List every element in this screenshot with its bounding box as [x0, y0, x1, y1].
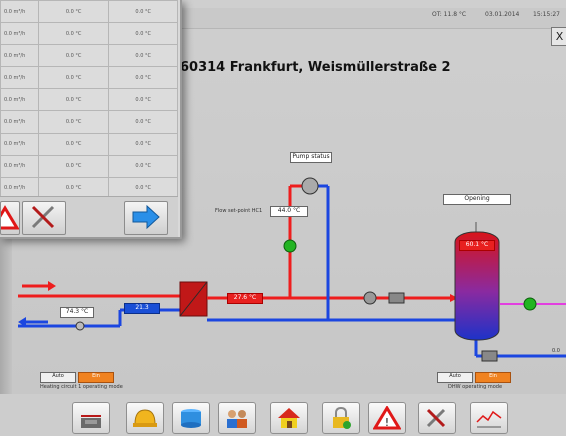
- status-time: 15:15:27: [533, 11, 560, 18]
- flow-cell: 0.0 m³/h: [0, 88, 39, 112]
- next-page-button[interactable]: [124, 201, 168, 235]
- alarm-icon[interactable]: [0, 201, 20, 235]
- flow-cell: 0.0 m³/h: [0, 132, 39, 156]
- tank-opening-label: Opening: [443, 194, 511, 205]
- temperature-cell: 0.0 °C: [37, 88, 110, 112]
- mixing-valve-icon: [388, 292, 405, 304]
- flow-cell: 0.0 m³/h: [0, 154, 39, 178]
- temperature-cell: 0.0 °C: [108, 132, 178, 156]
- temperature-cell: 0.0 °C: [37, 22, 110, 46]
- flow-cell: 0.0 m³/h: [0, 110, 39, 134]
- tools-icon[interactable]: [418, 402, 456, 434]
- users-icon[interactable]: [218, 402, 256, 434]
- tank-top-temp: 60.1 °C: [459, 240, 495, 251]
- valve-icon: [363, 291, 377, 305]
- lock-icon[interactable]: [322, 402, 360, 434]
- flow-cell: 0.0 m³/h: [0, 66, 39, 90]
- flow-setpoint-label: Flow set-point HC1: [215, 208, 263, 214]
- dhw-pump-indicator: [523, 297, 537, 311]
- heating-mode-on[interactable]: Ein: [78, 372, 114, 383]
- flow-cell: 0.0 m³/h: [0, 44, 39, 68]
- dhw-mode-on[interactable]: Ein: [475, 372, 511, 383]
- outlet-value: 0.0: [552, 348, 560, 354]
- status-bar: [178, 8, 566, 29]
- return-temp-value: 74.3 °C: [60, 307, 94, 318]
- temperature-cell: 0.0 °C: [108, 22, 178, 46]
- temperature-cell: 0.0 °C: [37, 176, 110, 200]
- trend-chart-icon[interactable]: [470, 402, 508, 434]
- return-flow-value: 21.3: [124, 303, 160, 314]
- temperature-cell: 0.0 °C: [37, 44, 110, 68]
- heating-mode-auto[interactable]: Auto: [40, 372, 76, 383]
- temperature-cell: 0.0 °C: [37, 154, 110, 178]
- storage-tank: [454, 231, 500, 341]
- temperature-cell: 0.0 °C: [108, 154, 178, 178]
- status-date: 03.01.2014: [485, 11, 520, 18]
- flow-cell: 0.0 m³/h: [0, 176, 39, 200]
- site-address: 60314 Frankfurt, Weismüllerstraße 2: [180, 60, 451, 75]
- home-energy-icon[interactable]: [270, 402, 308, 434]
- flow-setpoint-value[interactable]: 44.0 °C: [270, 206, 308, 217]
- supply-temp-value: 27.6 °C: [227, 293, 263, 304]
- temperature-cell: 0.0 °C: [108, 0, 178, 24]
- helmet-icon[interactable]: [126, 402, 164, 434]
- temperature-cell: 0.0 °C: [108, 88, 178, 112]
- dhw-mode-auto[interactable]: Auto: [437, 372, 473, 383]
- flow-cell: 0.0 m³/h: [0, 22, 39, 46]
- temperature-cell: 0.0 °C: [108, 66, 178, 90]
- panel-footer: [0, 196, 178, 237]
- tank-icon[interactable]: [172, 402, 210, 434]
- pump-status-label: Pump status: [290, 152, 332, 163]
- temperature-cell: 0.0 °C: [108, 110, 178, 134]
- temperature-cell: 0.0 °C: [37, 0, 110, 24]
- close-button[interactable]: X: [551, 27, 566, 46]
- dhw-mode-label: DHW operating mode: [448, 384, 503, 390]
- temperature-cell: 0.0 °C: [108, 44, 178, 68]
- heating-mode-label: Heating circuit 1 operating mode: [40, 384, 123, 390]
- tools-icon[interactable]: [22, 201, 66, 235]
- temperature-cell: 0.0 °C: [37, 132, 110, 156]
- flow-cell: 0.0 m³/h: [0, 0, 39, 24]
- pump-status-indicator: [283, 239, 297, 253]
- alarm-icon[interactable]: !: [368, 402, 406, 434]
- temperature-cell: 0.0 °C: [37, 66, 110, 90]
- valve-icon: [75, 321, 85, 331]
- temperature-cell: 0.0 °C: [37, 110, 110, 134]
- temperature-cell: 0.0 °C: [108, 176, 178, 200]
- circulation-pump-icon: [301, 177, 319, 195]
- outlet-valve-icon: [481, 350, 498, 362]
- house-icon[interactable]: [72, 402, 110, 434]
- outdoor-temp: OT: 11.8 °C: [432, 11, 467, 18]
- svg-text:!: !: [385, 416, 389, 429]
- inlet-supply-arrow: [22, 281, 56, 291]
- arrow-right-icon: [132, 204, 160, 230]
